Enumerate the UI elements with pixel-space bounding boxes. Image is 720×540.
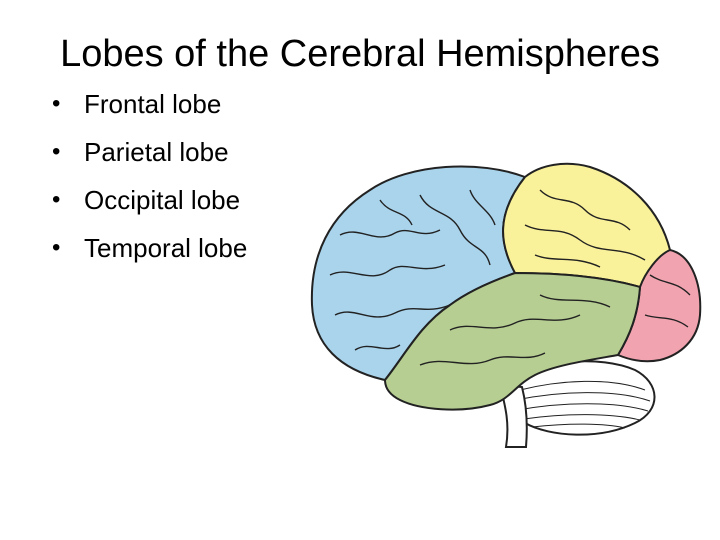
slide-title: Lobes of the Cerebral Hemispheres: [60, 33, 660, 76]
lobe-boundary-dotted: [514, 272, 641, 288]
brain-stem: [498, 383, 528, 448]
brain-lobes-illustration: [300, 155, 710, 455]
bullet-icon: •: [52, 138, 61, 165]
bullet-item-temporal: • Temporal lobe: [52, 224, 247, 272]
brain-svg: [310, 162, 702, 448]
bullet-list: • Frontal lobe • Parietal lobe • Occipit…: [52, 80, 247, 272]
gyri-lines: [329, 189, 691, 366]
bullet-item-frontal: • Frontal lobe: [52, 80, 247, 128]
bullet-icon: •: [52, 90, 61, 117]
bullet-label: Parietal lobe: [84, 136, 229, 167]
bullet-label: Occipital lobe: [84, 184, 241, 215]
parietal-lobe-region: [502, 162, 672, 289]
temporal-lobe-region: [383, 271, 642, 411]
bullet-label: Frontal lobe: [84, 88, 222, 119]
bullet-icon: •: [52, 234, 61, 261]
bullet-item-occipital: • Occipital lobe: [52, 176, 247, 224]
bullet-label: Temporal lobe: [84, 232, 248, 263]
bullet-item-parietal: • Parietal lobe: [52, 128, 247, 176]
bullet-icon: •: [52, 186, 61, 213]
cerebellum-folia: [515, 380, 651, 429]
